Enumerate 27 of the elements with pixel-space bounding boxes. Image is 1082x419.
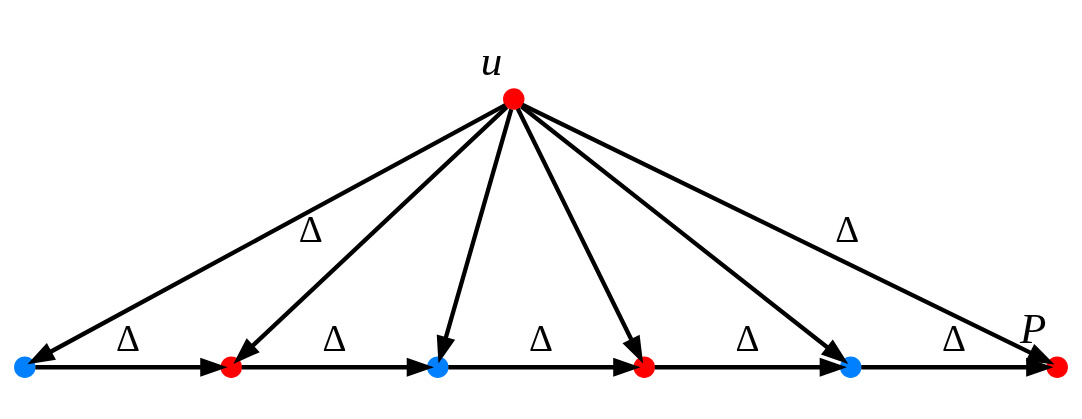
arrow [521,102,1055,365]
node-circle [220,356,243,378]
node-circle [633,356,655,378]
node-label: P [1019,304,1047,352]
node-circle [14,356,36,378]
node-circle [839,356,862,378]
arrow [515,107,644,364]
arrow [436,108,514,364]
arrow [233,105,509,364]
arrow [861,357,1054,377]
arrow [448,357,641,377]
edge-label: Δ [835,209,860,251]
edge-label: Δ [529,318,553,360]
edge-label: Δ [298,209,323,251]
node-circle [427,356,449,378]
arrow [241,357,434,377]
edge-label: Δ [116,318,141,360]
edge-label: Δ [735,318,760,360]
arrow [35,357,228,377]
node-label: u [480,36,503,84]
node-circle [503,88,525,110]
edge-label: Δ [941,318,966,360]
arrow [520,104,849,364]
edge-label: Δ [322,318,347,360]
arrow [654,357,847,377]
node-circle [1046,356,1068,378]
arrow [27,103,507,365]
